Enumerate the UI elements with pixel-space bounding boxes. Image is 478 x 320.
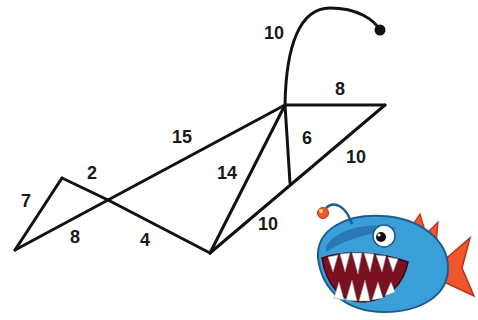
length-label: 7	[21, 192, 31, 210]
length-label: 8	[70, 228, 80, 246]
length-label: 2	[87, 164, 97, 182]
length-label: 14	[217, 164, 237, 182]
length-label: 4	[140, 231, 150, 249]
length-label: 6	[302, 129, 312, 147]
cartoon-anglerfish	[318, 205, 475, 312]
length-label: 10	[258, 215, 278, 233]
length-label: 8	[335, 80, 345, 98]
segment-lines	[15, 8, 385, 253]
lure-dot	[375, 25, 386, 36]
length-label: 15	[172, 128, 192, 146]
length-label: 10	[346, 148, 366, 166]
length-label: 10	[264, 24, 284, 42]
